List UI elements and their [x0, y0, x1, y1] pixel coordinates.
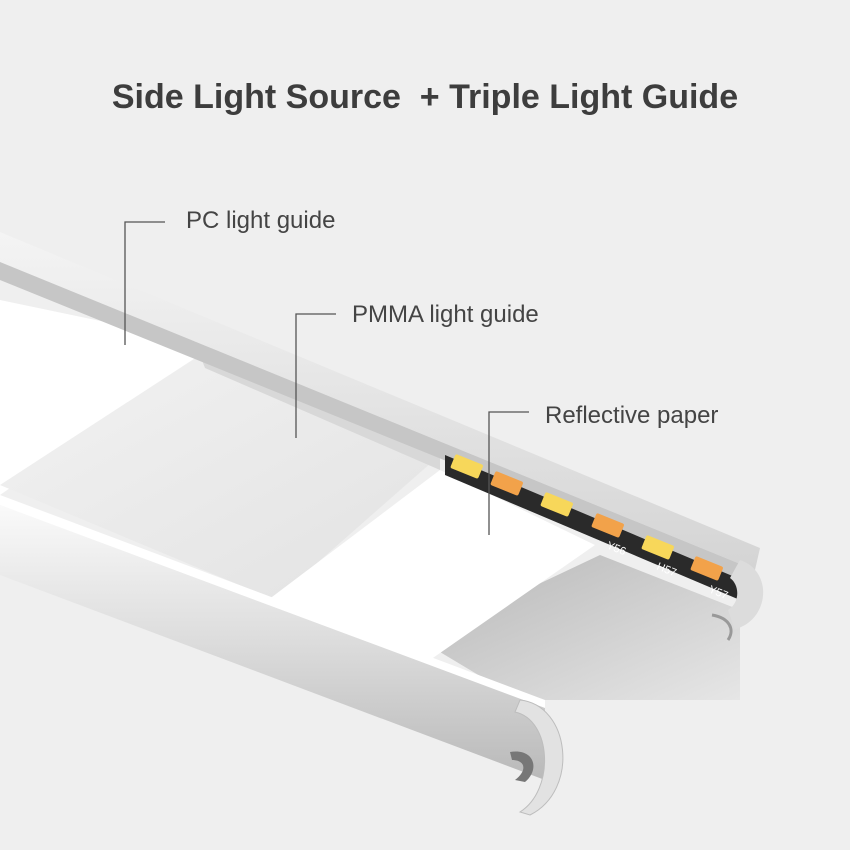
- reflective-paper-label: Reflective paper: [545, 402, 719, 429]
- page-title: Side Light Source + Triple Light Guide: [111, 78, 739, 116]
- reflective-paper: [268, 470, 595, 660]
- front-rail: [0, 505, 545, 780]
- top-rail: [0, 232, 760, 570]
- aluminium-channel-bottom: [420, 555, 740, 700]
- pc-callout-line: [124, 221, 165, 345]
- pc-light-guide-label: PC light guide: [186, 207, 336, 234]
- pc-light-guide: [0, 300, 215, 495]
- pmma-light-guide-label: PMMA light guide: [352, 301, 539, 328]
- led-row: [450, 454, 723, 581]
- front-rail-end: [514, 699, 564, 816]
- reflective-callout-line: [488, 411, 529, 535]
- pmma-callout-line: [295, 313, 336, 438]
- end-profile: [728, 560, 764, 630]
